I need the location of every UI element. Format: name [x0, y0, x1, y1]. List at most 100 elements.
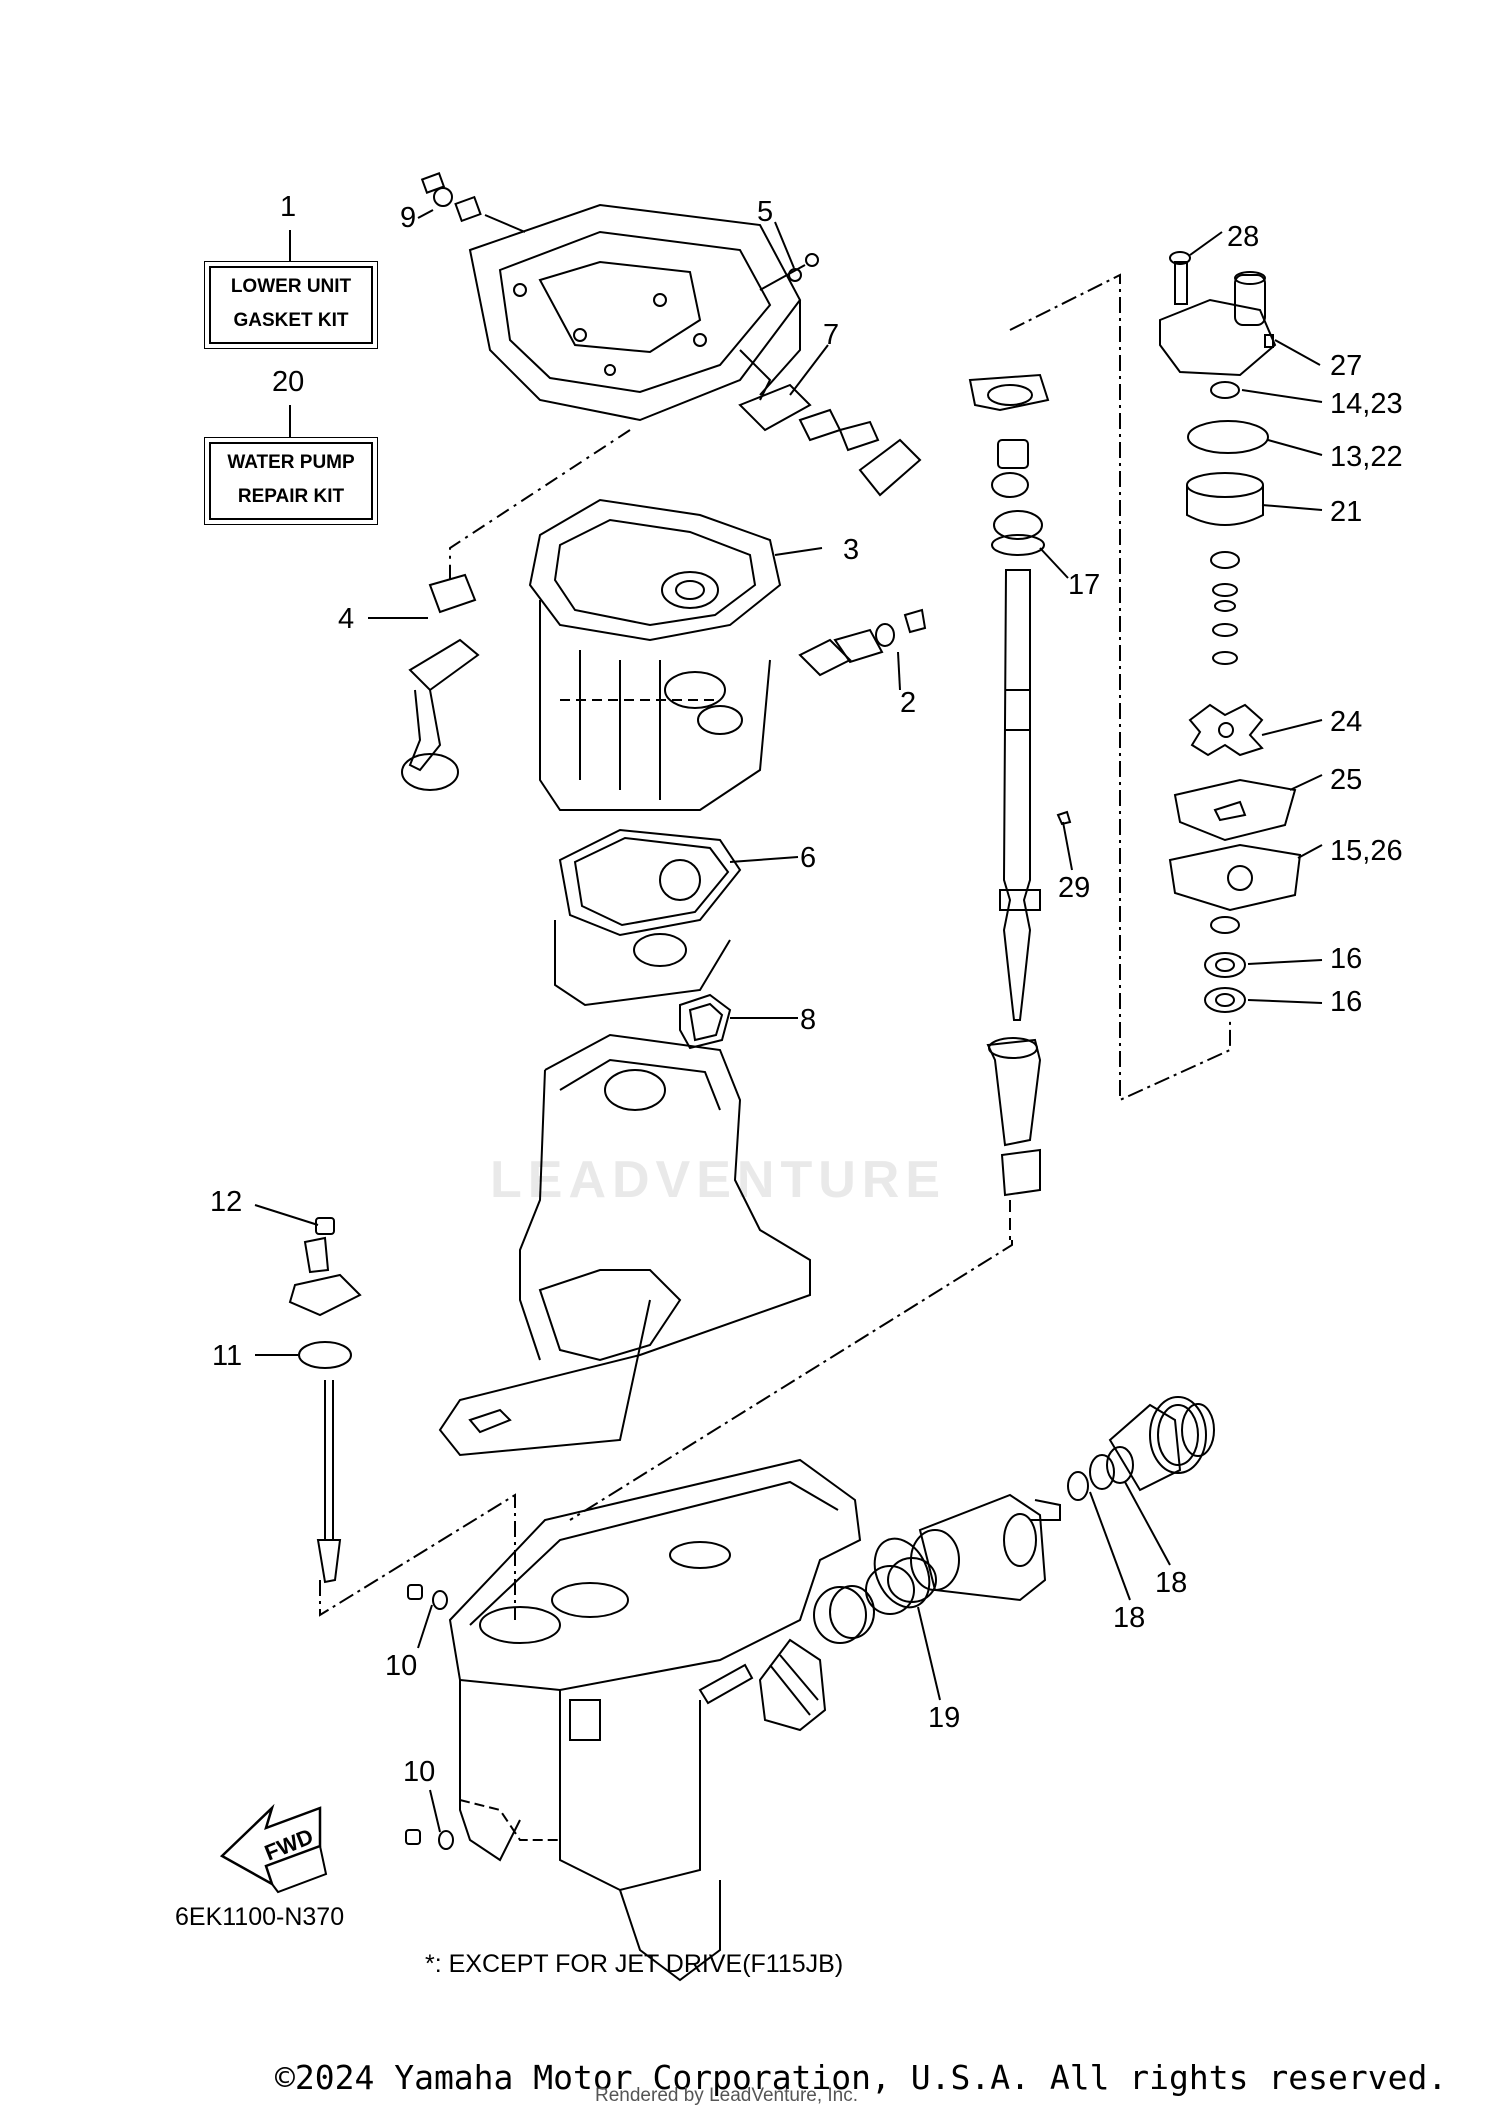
leader-3 — [774, 547, 823, 556]
kit-box-line-1: WATER PUMP — [227, 452, 355, 473]
callout-25: 25 — [1330, 764, 1363, 796]
gasket-6-plate-part — [554, 828, 742, 1007]
water-pump-housing-part — [1159, 251, 1277, 377]
callout-18-b: 18 — [1113, 1602, 1146, 1634]
callout-8: 8 — [800, 1004, 817, 1036]
callout-10-b: 10 — [403, 1756, 436, 1788]
callout-13-22: 13,22 — [1330, 441, 1403, 473]
callout-16-b: 16 — [1330, 986, 1363, 1018]
plug-bolt-part — [420, 172, 526, 233]
callout-17: 17 — [1068, 569, 1101, 601]
insert-cartridge-21-part — [1186, 472, 1264, 526]
kit-box-line-1: LOWER UNIT — [230, 276, 352, 297]
render-credit: Rendered by LeadVenture, Inc. — [595, 2085, 859, 2106]
leader-6 — [729, 856, 799, 863]
upper-casing-part — [468, 203, 802, 422]
callout-5: 5 — [757, 196, 774, 228]
callout-11: 11 — [212, 1340, 243, 1372]
lower-case-part — [448, 1458, 862, 1982]
kit-box-line-2: GASKET KIT — [233, 310, 349, 331]
callout-28: 28 — [1227, 221, 1260, 253]
impeller-24-part — [1188, 703, 1264, 757]
callout-14-23: 14,23 — [1330, 388, 1403, 420]
leader-25 — [1289, 774, 1323, 791]
leader-10a — [417, 1604, 433, 1649]
callout-7: 7 — [823, 319, 840, 351]
oil-seals-18-part — [1067, 1446, 1134, 1501]
drive-shaft-part — [968, 373, 1050, 1197]
callout-21: 21 — [1330, 496, 1363, 528]
leader-18a — [1089, 1491, 1131, 1601]
leader-10b — [429, 1789, 441, 1833]
leader-13 — [1267, 439, 1323, 456]
kit-box-lower-unit-gasket: LOWER UNIT GASKET KIT — [204, 261, 378, 349]
o-ring-14-part — [1210, 381, 1240, 399]
oil-seals-16-part — [1204, 916, 1246, 1013]
seal-8-part — [679, 993, 732, 1050]
upper-case-housing-part — [438, 1033, 811, 1457]
kit-box-water-pump-repair: WATER PUMP REPAIR KIT — [204, 437, 378, 525]
callout-27: 27 — [1330, 350, 1363, 382]
callout-24: 24 — [1330, 706, 1363, 738]
connector-dash-upper — [449, 429, 631, 580]
bolt-5-part — [759, 253, 819, 291]
callout-1: 1 — [280, 191, 297, 223]
connector-dash-shaft-lower — [569, 1240, 1013, 1521]
callout-15-26: 15,26 — [1330, 835, 1403, 867]
callout-20: 20 — [272, 366, 305, 398]
connector-dash-shiftrod — [319, 1493, 516, 1620]
leader-15 — [1297, 844, 1323, 859]
propeller-shaft-part — [698, 1557, 937, 1732]
watermark: LEADVENTURE — [490, 1151, 947, 1209]
leader-16b — [1247, 999, 1323, 1004]
leader-24 — [1261, 719, 1323, 736]
callout-9: 9 — [400, 202, 417, 234]
leader-19 — [917, 1606, 941, 1701]
leader-7 — [789, 344, 829, 396]
gasket-4-part — [428, 573, 477, 614]
o-ring-19-part — [873, 1537, 931, 1609]
leader-29 — [1062, 821, 1073, 871]
shift-rod-part — [288, 1217, 362, 1584]
jet-drive-note: *: EXCEPT FOR JET DRIVE(F115JB) — [425, 1950, 844, 1978]
drain-screw-10-part — [405, 1584, 454, 1850]
ring-nut-part — [1108, 1396, 1215, 1492]
fwd-arrow-icon — [219, 1803, 328, 1894]
leader-16a — [1247, 959, 1323, 965]
pump-stack-small-parts — [1210, 551, 1240, 665]
leader-14 — [1241, 389, 1323, 403]
leader-28 — [1189, 231, 1223, 256]
copyright-footer: ©2024 Yamaha Motor Corporation, U.S.A. A… — [275, 2058, 1448, 2097]
seal-2-part — [798, 608, 927, 677]
callout-6: 6 — [800, 842, 817, 874]
kit-box-line-2: REPAIR KIT — [237, 486, 345, 507]
callout-10-a: 10 — [385, 1650, 418, 1682]
leader-9 — [417, 209, 434, 219]
leader-18b — [1124, 1481, 1171, 1566]
leader-12 — [254, 1204, 319, 1226]
callout-4: 4 — [338, 603, 355, 635]
leader-2 — [897, 651, 901, 691]
woodruff-key-29-part — [1056, 810, 1072, 826]
leader-5 — [774, 221, 795, 269]
oil-strainer-part — [401, 638, 480, 791]
o-ring-13-part — [1187, 420, 1269, 454]
callout-19: 19 — [928, 1702, 961, 1734]
callout-3: 3 — [843, 534, 860, 566]
exhaust-manifold-part — [528, 498, 782, 811]
leader-21 — [1261, 504, 1323, 511]
bearing-housing-part — [910, 1493, 1061, 1602]
diagram-code: 6EK1100-N370 — [175, 1903, 345, 1931]
connector-dash-right — [1009, 273, 1231, 1102]
callout-2: 2 — [900, 687, 917, 719]
callout-18-a: 18 — [1155, 1567, 1188, 1599]
gasket-15-26-part — [1168, 843, 1302, 912]
leader-17 — [1039, 547, 1069, 579]
callout-16-a: 16 — [1330, 943, 1363, 975]
cover-gasket-7-part — [738, 383, 922, 497]
outer-plate-cartridge-25-part — [1173, 778, 1297, 842]
callout-29: 29 — [1058, 872, 1091, 904]
leader-27 — [1274, 339, 1321, 366]
callout-12: 12 — [210, 1186, 243, 1218]
